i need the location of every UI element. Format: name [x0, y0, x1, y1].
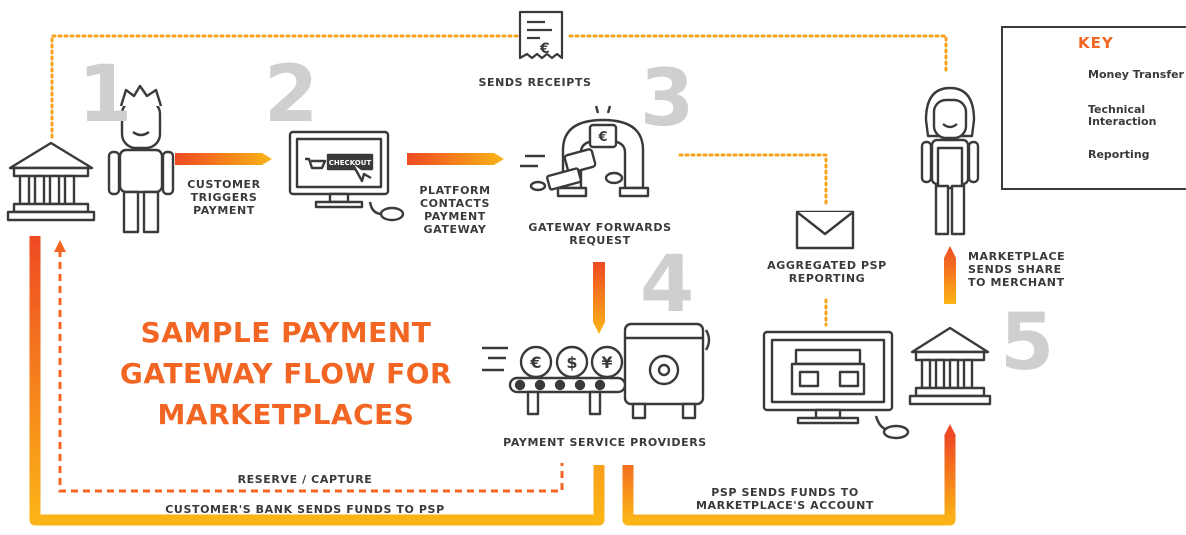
- legend-title: KEY: [1078, 34, 1114, 52]
- step-number-5: 5: [1000, 298, 1055, 388]
- title-line-2: GATEWAY FLOW FOR: [119, 357, 453, 390]
- arrow-reserve-capture: [58, 250, 564, 493]
- title-line-3: MARKETPLACES: [157, 398, 415, 431]
- arrow-checkout-to-gateway: [407, 153, 504, 165]
- bank-building-left-icon: [6, 141, 96, 222]
- aggregated-psp-label: AGGREGATED PSP REPORTING: [767, 259, 887, 285]
- svg-text:€: €: [529, 353, 541, 372]
- customer-triggers-label: CUSTOMER TRIGGERS PAYMENT: [187, 178, 261, 217]
- marketplace-sends-label: MARKETPLACE SENDS SHARE TO MERCHANT: [968, 250, 1066, 289]
- arrow-marketplace-bank-to-merchant: [944, 246, 956, 304]
- merchant-person-icon: [920, 86, 980, 236]
- reporting-line-gateway-to-envelope: [678, 153, 828, 327]
- svg-text:¥: ¥: [601, 353, 612, 372]
- step-number-1: 1: [78, 50, 133, 140]
- customer-person-icon: [107, 84, 175, 234]
- receipt-icon: €: [518, 10, 564, 60]
- checkout-monitor-icon: [288, 130, 405, 222]
- bank-building-right-icon: [908, 326, 992, 406]
- envelope-icon: [795, 210, 855, 250]
- step-number-4: 4: [640, 240, 695, 330]
- diagram-title: SAMPLE PAYMENT GATEWAY FLOW FOR MARKETPL…: [116, 312, 456, 435]
- svg-text:$: $: [566, 353, 577, 372]
- arrow-customer-to-checkout: [175, 153, 272, 165]
- arrow-bank-loop: [29, 236, 605, 526]
- marketplace-monitor-icon: [762, 330, 910, 440]
- psp-sends-funds-label: PSP SENDS FUNDS TO MARKETPLACE'S ACCOUNT: [695, 486, 874, 512]
- customers-bank-label: CUSTOMER'S BANK SENDS FUNDS TO PSP: [165, 503, 445, 516]
- arrow-psp-to-marketplace: [622, 436, 956, 526]
- title-line-1: SAMPLE PAYMENT: [140, 316, 432, 349]
- arrow-gateway-to-psp: [593, 262, 605, 334]
- reporting-line-top: [50, 34, 948, 139]
- reserve-capture-label: RESERVE / CAPTURE: [237, 473, 373, 486]
- payment-gateway-icon: €: [520, 105, 650, 198]
- psp-machine-icon: € $ ¥: [482, 322, 711, 420]
- checkout-label: CHECKOUT: [329, 159, 372, 167]
- step-number-2: 2: [264, 50, 319, 140]
- sends-receipts-label: SENDS RECEIPTS: [478, 76, 592, 89]
- legend-money-transfer: Money Transfer: [1088, 68, 1184, 81]
- legend-box: [1001, 26, 1186, 190]
- legend-reporting: Reporting: [1088, 148, 1150, 161]
- svg-text:€: €: [539, 41, 550, 57]
- gateway-forwards-label: GATEWAY FORWARDS REQUEST: [528, 221, 672, 247]
- step-number-3: 3: [640, 54, 695, 144]
- legend-technical-interaction: Technical Interaction: [1088, 103, 1157, 128]
- platform-contacts-label: PLATFORM CONTACTS PAYMENT GATEWAY: [419, 184, 491, 236]
- psp-label: PAYMENT SERVICE PROVIDERS: [503, 436, 707, 449]
- svg-text:€: €: [597, 130, 607, 145]
